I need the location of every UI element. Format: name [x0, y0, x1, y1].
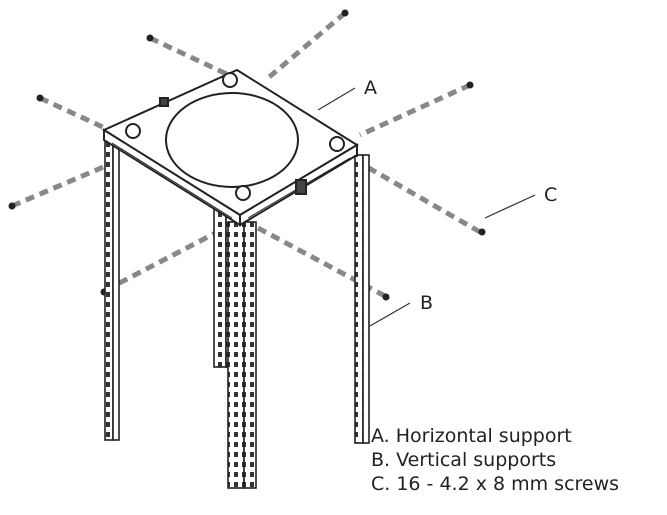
vertical-support-left: [104, 136, 114, 441]
vertical-support-front: [227, 221, 245, 489]
screw: [478, 228, 486, 236]
legend-item-a: A. Horizontal support: [371, 425, 572, 447]
legend: A. Horizontal support B. Vertical suppor…: [371, 424, 619, 496]
vertical-support-right: [354, 154, 364, 444]
legend-item-b: B. Vertical supports: [371, 449, 557, 471]
horizontal-support: [101, 68, 359, 227]
legend-item-c: C. 16 - 4.2 x 8 mm screws: [371, 473, 620, 495]
callout-b: B: [420, 292, 433, 314]
screw: [146, 34, 154, 42]
leader-lines: [317, 87, 536, 327]
screw: [382, 293, 390, 301]
callout-a: A: [364, 77, 377, 99]
screw: [36, 94, 44, 102]
screw: [341, 9, 349, 17]
screw: [8, 202, 16, 210]
screw: [466, 81, 474, 89]
callout-c: C: [544, 184, 557, 206]
center-opening: [165, 92, 299, 188]
